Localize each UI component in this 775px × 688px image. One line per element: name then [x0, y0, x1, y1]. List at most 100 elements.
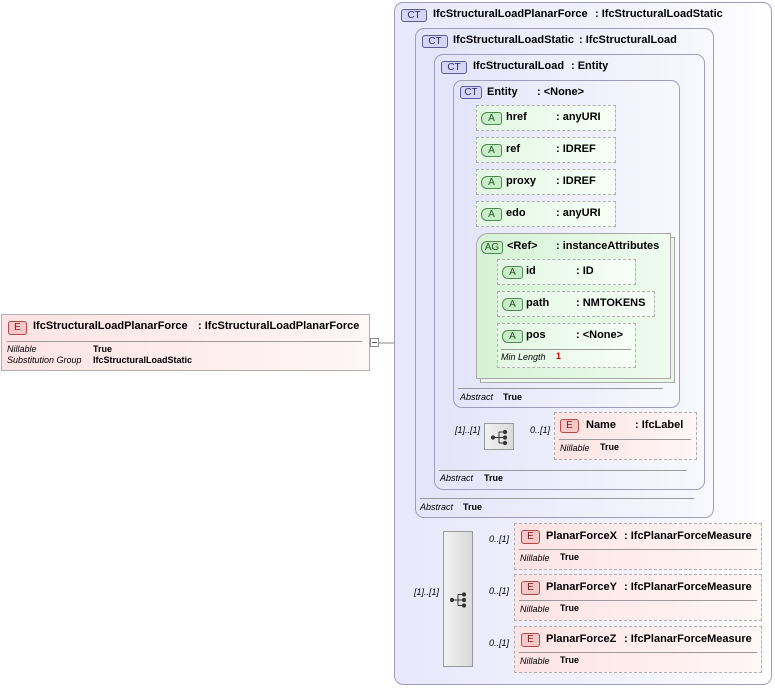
element-badge: E [521, 530, 540, 544]
root-separator [7, 341, 362, 342]
nillable-label: Nillable [520, 553, 550, 563]
ct-separator [439, 470, 687, 471]
nillable-value: True [560, 603, 580, 613]
ct-badge: CT [422, 35, 448, 48]
ct-separator [458, 388, 663, 389]
ct-name: IfcStructuralLoadStatic [453, 34, 575, 46]
element-name-label: PlanarForceZ [546, 633, 617, 645]
attribute-group-name: <Ref> [507, 240, 538, 252]
attribute-badge: A [481, 208, 502, 221]
element-name-label: Name [586, 419, 616, 431]
element-separator [519, 652, 757, 653]
ct-name: IfcStructuralLoadPlanarForce [433, 8, 588, 20]
sequence-cardinality: [1]..[1] [414, 587, 440, 597]
attribute-type: : ID [576, 265, 594, 277]
abstract-label: Abstract [440, 473, 474, 483]
abstract-value: True [503, 392, 523, 402]
attribute-type: : anyURI [556, 111, 601, 123]
attribute-type: : NMTOKENS [576, 297, 646, 309]
ct-name: Entity [487, 86, 518, 98]
nillable-label: Nillable [7, 344, 37, 354]
element-separator [559, 439, 691, 440]
ct-base: : IfcStructuralLoadStatic [595, 8, 723, 20]
ct-base: : Entity [571, 60, 609, 72]
collapse-toggle[interactable] [370, 338, 379, 347]
element-badge: E [521, 581, 540, 595]
attribute-name: edo [506, 207, 526, 219]
element-cardinality: 0..[1] [489, 534, 510, 544]
root-element-type: : IfcStructuralLoadPlanarForce [198, 320, 360, 332]
element-type: : IfcPlanarForceMeasure [624, 530, 752, 542]
attribute-name: proxy [506, 175, 536, 187]
element-type: : IfcLabel [635, 419, 684, 431]
element-type: : IfcPlanarForceMeasure [624, 633, 752, 645]
element-name-label: PlanarForceX [546, 530, 617, 542]
attribute-type: : <None> [576, 329, 624, 341]
element-planarforcey[interactable]: E PlanarForceY : IfcPlanarForceMeasure N… [514, 574, 762, 621]
attribute-badge: A [502, 298, 523, 311]
attribute-name: path [526, 297, 550, 309]
force-sequence-compositor[interactable] [443, 531, 473, 667]
element-cardinality: 0..[1] [489, 638, 510, 648]
ct-badge: CT [441, 61, 467, 74]
attribute-name: href [506, 111, 527, 123]
abstract-label: Abstract [420, 502, 454, 512]
attribute-href[interactable]: A href : anyURI [476, 105, 616, 131]
attribute-id[interactable]: A id : ID [497, 259, 636, 285]
abstract-value: True [463, 502, 483, 512]
ct-name: IfcStructuralLoad [473, 60, 565, 72]
sequence-cardinality: [1]..[1] [455, 425, 481, 435]
nillable-value: True [600, 442, 620, 452]
attribute-ref[interactable]: A ref : IDREF [476, 137, 616, 163]
element-badge: E [560, 419, 579, 433]
abstract-label: Abstract [460, 392, 494, 402]
element-planarforcex[interactable]: E PlanarForceX : IfcPlanarForceMeasure N… [514, 523, 762, 570]
nillable-value: True [93, 344, 113, 354]
substitution-group-value: IfcStructuralLoadStatic [93, 355, 193, 365]
element-name-label: PlanarForceY [546, 581, 617, 593]
root-element-name: IfcStructuralLoadPlanarForce [33, 320, 188, 332]
attribute-path[interactable]: A path : NMTOKENS [497, 291, 655, 317]
attribute-badge: A [481, 112, 502, 125]
element-separator [519, 549, 757, 550]
attribute-name: id [526, 265, 536, 277]
nillable-label: Nillable [520, 656, 550, 666]
sequence-icon [449, 592, 467, 608]
attribute-badge: A [502, 266, 523, 279]
attribute-edo[interactable]: A edo : anyURI [476, 201, 616, 227]
attribute-badge: A [481, 176, 502, 189]
child-cardinality: 0..[1] [530, 425, 551, 435]
attribute-type: : anyURI [556, 207, 601, 219]
element-separator [519, 600, 757, 601]
attribute-type: : IDREF [556, 143, 596, 155]
element-cardinality: 0..[1] [489, 586, 510, 596]
attribute-badge: A [481, 144, 502, 157]
minus-icon [372, 342, 377, 343]
substitution-group-label: Substitution Group [7, 355, 82, 365]
attribute-name: pos [526, 329, 546, 341]
ct-badge: CT [401, 9, 427, 22]
root-element-box[interactable]: E IfcStructuralLoadPlanarForce : IfcStru… [1, 314, 370, 371]
attribute-type: : IDREF [556, 175, 596, 187]
element-badge: E [8, 321, 27, 335]
attribute-proxy[interactable]: A proxy : IDREF [476, 169, 616, 195]
attribute-name: ref [506, 143, 521, 155]
attribute-badge: A [502, 330, 523, 343]
nillable-label: Nillable [560, 443, 590, 453]
attribute-pos[interactable]: A pos : <None> Min Length 1 [497, 323, 636, 368]
attribute-group-badge: AG [481, 241, 503, 254]
element-type: : IfcPlanarForceMeasure [624, 581, 752, 593]
ct-base: : <None> [537, 86, 585, 98]
nillable-label: Nillable [520, 604, 550, 614]
element-name[interactable]: E Name : IfcLabel Nillable True [554, 412, 697, 460]
min-length-label: Min Length [501, 352, 546, 362]
attribute-separator [501, 349, 631, 350]
ct-separator [420, 498, 694, 499]
ct-badge: CT [460, 86, 482, 99]
element-planarforcez[interactable]: E PlanarForceZ : IfcPlanarForceMeasure N… [514, 626, 762, 673]
min-length-value: 1 [556, 351, 562, 361]
nillable-value: True [560, 552, 580, 562]
abstract-value: True [484, 473, 504, 483]
ct-base: : IfcStructuralLoad [579, 34, 677, 46]
sequence-compositor[interactable] [484, 423, 514, 450]
